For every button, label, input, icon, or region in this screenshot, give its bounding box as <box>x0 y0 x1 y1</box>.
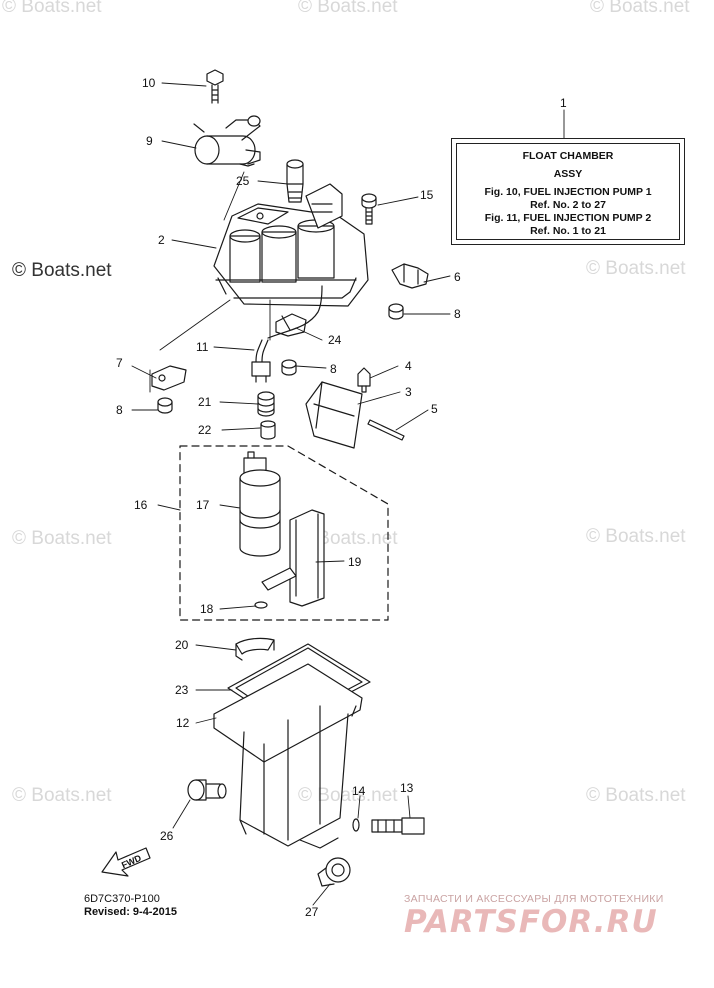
callout-5: 5 <box>431 402 438 416</box>
grommet-part-21[interactable] <box>257 391 275 417</box>
diagram-code: 6D7C370-P100 <box>84 893 160 905</box>
callout-1: 1 <box>560 96 567 110</box>
pressure-regulator-part-9[interactable] <box>193 115 261 167</box>
fuel-pump-part-17[interactable] <box>239 451 281 557</box>
callout-16: 16 <box>134 498 148 512</box>
title-line-2: ASSY <box>553 168 583 180</box>
brand-logo: PARTSFOR.RU <box>404 904 658 940</box>
rubber-cap-part-3[interactable] <box>305 381 363 449</box>
watermark: © Boats.net <box>298 785 398 806</box>
assembly-box-part-16 <box>179 445 389 621</box>
grommet-part-27[interactable] <box>317 857 351 887</box>
callout-25: 25 <box>236 174 250 188</box>
fitting-part-26[interactable] <box>187 779 227 801</box>
callout-19: 19 <box>348 555 362 569</box>
title-line-6: Ref. No. 1 to 21 <box>530 225 606 237</box>
callout-12: 12 <box>176 716 190 730</box>
callout-27: 27 <box>305 905 319 919</box>
watermark: © Boats.net <box>12 260 112 281</box>
fwd-label: FWD <box>120 853 143 871</box>
screw-part-15[interactable] <box>361 193 377 225</box>
leader-lines <box>131 82 565 906</box>
callout-6: 6 <box>454 270 461 284</box>
revised-date: Revised: 9-4-2015 <box>84 906 177 918</box>
title-line-1: FLOAT CHAMBER <box>522 150 614 162</box>
screw-part-8-left[interactable] <box>157 397 173 414</box>
callout-22: 22 <box>198 423 212 437</box>
brand-tagline: ЗАПЧАСТИ И АКСЕССУАРЫ ДЛЯ МОТОТЕХНИКИ <box>404 893 664 905</box>
title-line-4: Ref. No. 2 to 27 <box>530 199 606 211</box>
title-box-inner: FLOAT CHAMBER ASSY Fig. 10, FUEL INJECTI… <box>456 143 680 240</box>
callout-labels: 1 2 3 4 5 6 7 8 8 8 9 10 11 12 13 14 15 … <box>116 76 567 919</box>
bracket-part-7[interactable] <box>151 365 187 391</box>
callout-9: 9 <box>146 134 153 148</box>
watermark: © Boats.net <box>12 785 112 806</box>
watermark: © Boats.net <box>586 526 686 547</box>
pin-part-5[interactable] <box>367 419 405 441</box>
watermark: © Boats.net <box>298 0 398 17</box>
pump-cover-part-2[interactable] <box>213 183 369 307</box>
title-box: FLOAT CHAMBER ASSY Fig. 10, FUEL INJECTI… <box>451 138 685 245</box>
washer-part-18[interactable] <box>254 601 268 609</box>
callout-11: 11 <box>196 340 209 354</box>
clamp-part-24[interactable] <box>275 313 307 337</box>
callout-10: 10 <box>142 76 156 90</box>
callout-24: 24 <box>328 333 342 347</box>
pin-part-4[interactable] <box>357 367 371 393</box>
callout-7: 7 <box>116 356 123 370</box>
callout-14: 14 <box>352 784 366 798</box>
callout-18: 18 <box>200 602 214 616</box>
filter-part-19[interactable] <box>261 509 325 607</box>
clip-part-20[interactable] <box>235 637 275 661</box>
callout-15: 15 <box>420 188 434 202</box>
callout-21: 21 <box>198 395 212 409</box>
watermark: © Boats.net <box>12 528 112 549</box>
callout-2: 2 <box>158 233 165 247</box>
sensor-part-13[interactable] <box>371 817 425 835</box>
callout-20: 20 <box>175 638 189 652</box>
watermark: © Boats.net <box>586 785 686 806</box>
clip-part-6[interactable] <box>391 263 429 289</box>
diagram-code-block: 6D7C370-P100 Revised: 9-4-2015 <box>84 893 177 919</box>
callout-3: 3 <box>405 385 412 399</box>
title-line-5: Fig. 11, FUEL INJECTION PUMP 2 <box>484 212 652 224</box>
harness-part-11[interactable] <box>251 285 323 383</box>
callout-26: 26 <box>160 829 174 843</box>
title-line-3: Fig. 10, FUEL INJECTION PUMP 1 <box>484 186 652 198</box>
fwd-arrow-icon <box>101 847 151 877</box>
callout-8-right: 8 <box>454 307 461 321</box>
screw-part-8-middle[interactable] <box>281 359 297 376</box>
fitting-part-25[interactable] <box>286 159 304 203</box>
watermark: © Boats.net <box>590 0 690 17</box>
float-chamber-part-12[interactable] <box>213 663 363 849</box>
callout-8-middle: 8 <box>330 362 337 376</box>
collar-part-22[interactable] <box>260 420 276 440</box>
callout-13: 13 <box>400 781 414 795</box>
screw-part-8-right[interactable] <box>388 303 404 320</box>
callout-17: 17 <box>196 498 210 512</box>
watermark: © Boats.net <box>586 258 686 279</box>
o-ring-part-14[interactable] <box>352 818 360 832</box>
callout-23: 23 <box>175 683 189 697</box>
watermark: © Boats.net <box>2 0 102 17</box>
callout-8-left: 8 <box>116 403 123 417</box>
bolt-part-10[interactable] <box>206 69 224 104</box>
callout-4: 4 <box>405 359 412 373</box>
